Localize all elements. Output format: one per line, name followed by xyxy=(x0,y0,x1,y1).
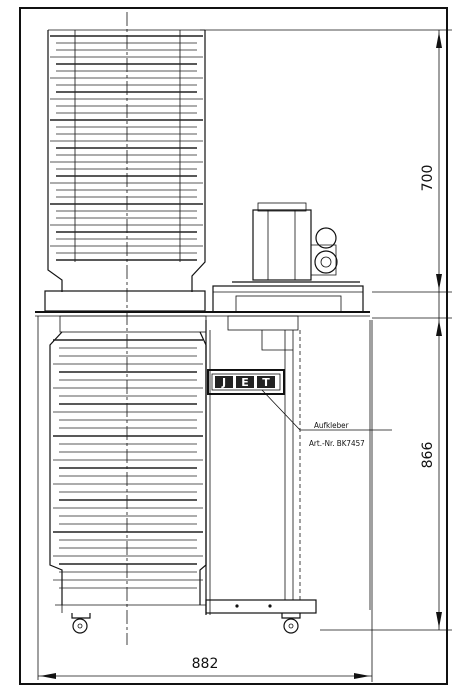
sticker-label-line1: Aufkleber xyxy=(314,421,349,430)
jet-letter-t: T xyxy=(262,376,270,389)
sticker-label-line2: Art.-Nr. BK7457 xyxy=(309,439,365,448)
jet-label-plate: J E T xyxy=(207,369,285,395)
right-caster xyxy=(281,613,301,634)
sticker-leader-line xyxy=(261,389,392,431)
vertical-dimension xyxy=(200,29,452,631)
motor-housing xyxy=(212,202,364,331)
lower-filter-bag xyxy=(49,331,207,605)
jet-letter-j: J xyxy=(221,376,226,389)
upper-filter-bag xyxy=(47,29,206,292)
dimension-700: 700 xyxy=(420,165,436,192)
drawing-frame xyxy=(19,7,448,685)
dimension-882: 882 xyxy=(192,656,219,672)
left-caster xyxy=(71,613,91,634)
jet-letter-e: E xyxy=(241,376,249,389)
horizontal-dimension xyxy=(37,316,373,682)
dimension-866: 866 xyxy=(420,442,436,469)
